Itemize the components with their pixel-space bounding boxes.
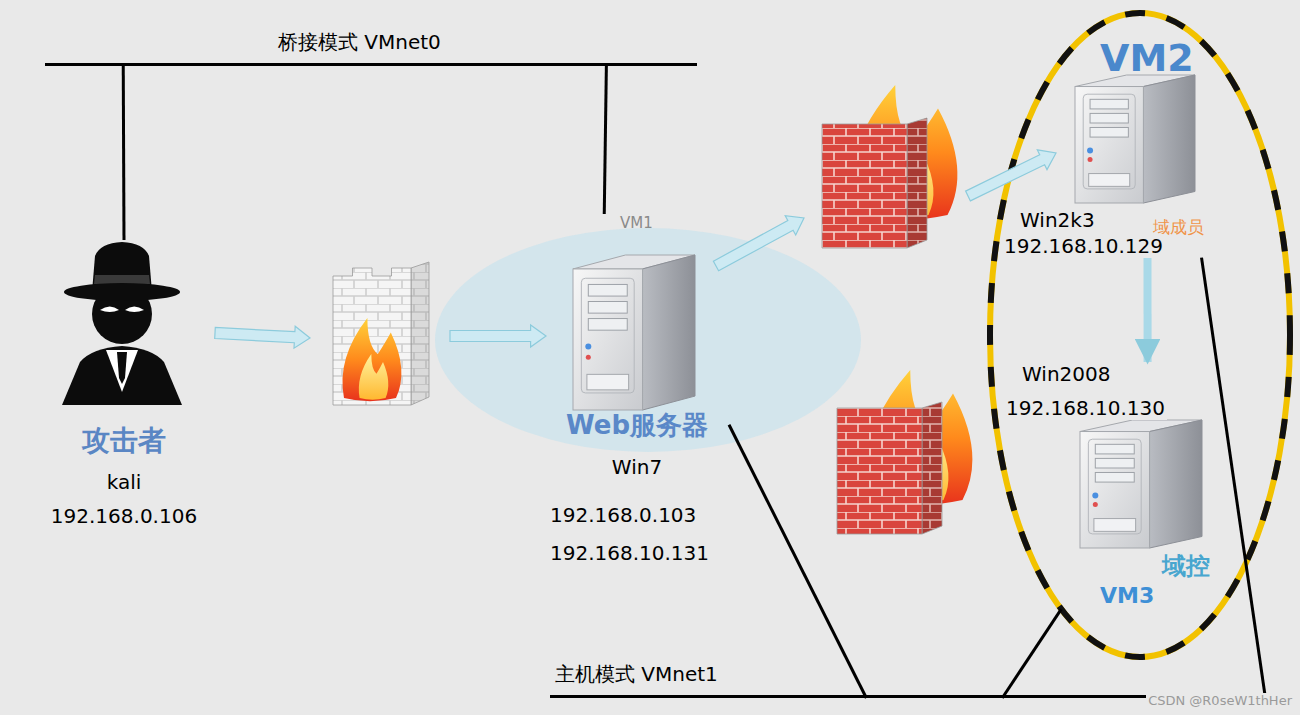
server-icon bbox=[1075, 75, 1195, 203]
host-label: 192.168.10.130 bbox=[1004, 396, 1167, 420]
attacker-icon bbox=[62, 242, 182, 405]
flow-arrow bbox=[1143, 258, 1151, 362]
firewall bbox=[837, 402, 942, 534]
server-icon bbox=[1080, 420, 1202, 548]
host-label: 192.168.0.106 bbox=[32, 504, 216, 528]
host-label: 攻击者 bbox=[32, 424, 216, 458]
web-zone bbox=[435, 228, 861, 452]
network-bus: 桥接模式 VMnet0 bbox=[45, 30, 697, 66]
host-node: VM2Win2k3域成员192.168.10.129 bbox=[1000, 36, 1229, 258]
host-node: VM1Web服务器 Win7 192.168.0.103 192.168.10.131 bbox=[545, 214, 729, 565]
firewall bbox=[822, 118, 927, 248]
flow-arrow bbox=[713, 216, 804, 271]
host-label: VM3 bbox=[1100, 583, 1233, 609]
host-label: kali bbox=[32, 470, 216, 494]
host-label: Win7 bbox=[545, 455, 729, 479]
host-label: Win2k3 bbox=[1018, 208, 1097, 232]
network-link bbox=[1202, 258, 1266, 698]
firewall bbox=[333, 262, 429, 405]
flow-arrow bbox=[966, 150, 1056, 201]
flow-arrow bbox=[450, 325, 546, 347]
flame bbox=[342, 318, 401, 401]
host-label: 192.168.10.129 bbox=[1002, 234, 1165, 258]
network-link bbox=[729, 425, 866, 698]
server-icon bbox=[573, 255, 695, 410]
host-label: VM1 bbox=[620, 214, 729, 232]
watermark: CSDN @R0seW1thHer bbox=[1146, 693, 1294, 709]
host-label: VM2 bbox=[1100, 36, 1229, 82]
network-link bbox=[604, 66, 606, 214]
host-label: Web服务器 bbox=[545, 410, 729, 441]
host-label: 域控 bbox=[1162, 552, 1210, 581]
network-link bbox=[122, 66, 126, 240]
host-label: 192.168.10.131 bbox=[550, 541, 729, 565]
host-node: 攻击者 kali 192.168.0.106 bbox=[32, 240, 216, 528]
network-name: 桥接模式 VMnet0 bbox=[278, 30, 697, 54]
flow-arrow bbox=[215, 326, 310, 348]
host-label: 192.168.0.103 bbox=[550, 503, 729, 527]
host-label: Win2008 bbox=[1020, 362, 1112, 386]
network-link bbox=[1002, 609, 1061, 698]
network-name: 主机模式 VMnet1 bbox=[555, 662, 1269, 686]
host-node: Win2008 192.168.10.130 域控VM3 bbox=[1004, 362, 1233, 609]
